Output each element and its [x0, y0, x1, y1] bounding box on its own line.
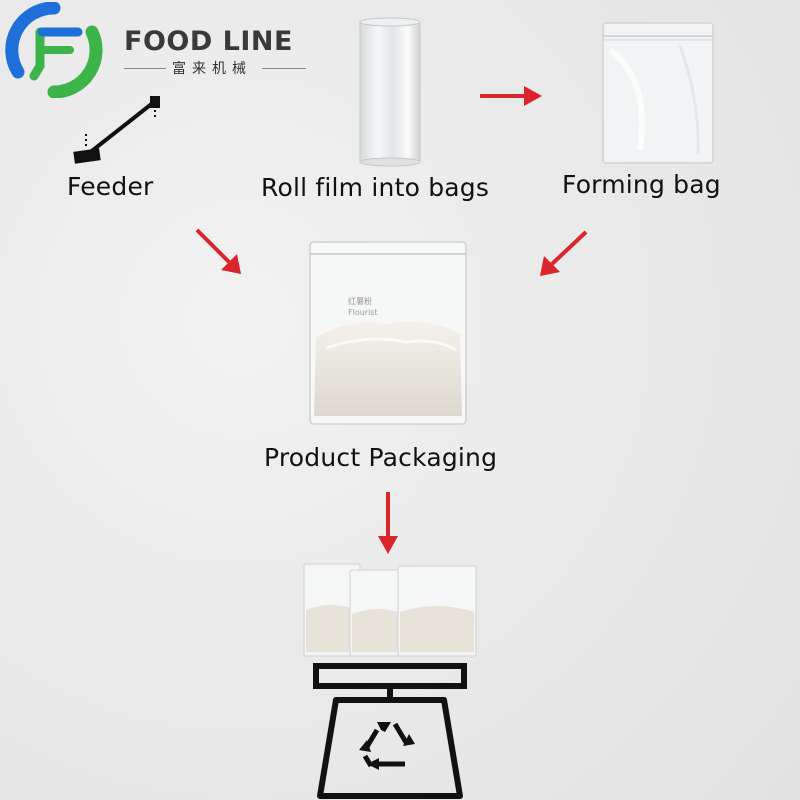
- brand-name: FOOD LINE: [124, 26, 293, 57]
- brand-divider-left: [124, 68, 166, 69]
- product-bag: 红薯粉 Flourist: [306, 238, 470, 428]
- film-roll-icon: [359, 17, 421, 167]
- arrow-icon: [480, 86, 542, 106]
- step-label-product-packaging: Product Packaging: [264, 443, 498, 472]
- step-label-feeder: Feeder: [67, 172, 154, 201]
- product-bag-text-cn: 红薯粉: [348, 297, 372, 306]
- bag-group-icon: [303, 563, 477, 657]
- forming-bag-icon: [602, 22, 714, 164]
- brand-name-cn: 富来机械: [172, 61, 252, 77]
- arrow-icon: [195, 228, 241, 274]
- arrow-icon: [378, 492, 398, 554]
- brand-divider-right: [262, 68, 306, 69]
- feeder-icon: [73, 96, 160, 164]
- food-line-logo-icon: [5, 2, 103, 98]
- product-bag-text-en: Flourist: [348, 308, 378, 317]
- step-label-roll-film: Roll film into bags: [261, 173, 490, 202]
- arrow-icon: [540, 230, 588, 276]
- brand-logo: FOOD LINE 富来机械: [0, 0, 320, 100]
- weighing-scale-icon: [313, 663, 467, 799]
- product-bag-icon: [309, 241, 467, 425]
- step-label-forming-bag: Forming bag: [562, 170, 721, 199]
- recycle-icon: [359, 722, 415, 770]
